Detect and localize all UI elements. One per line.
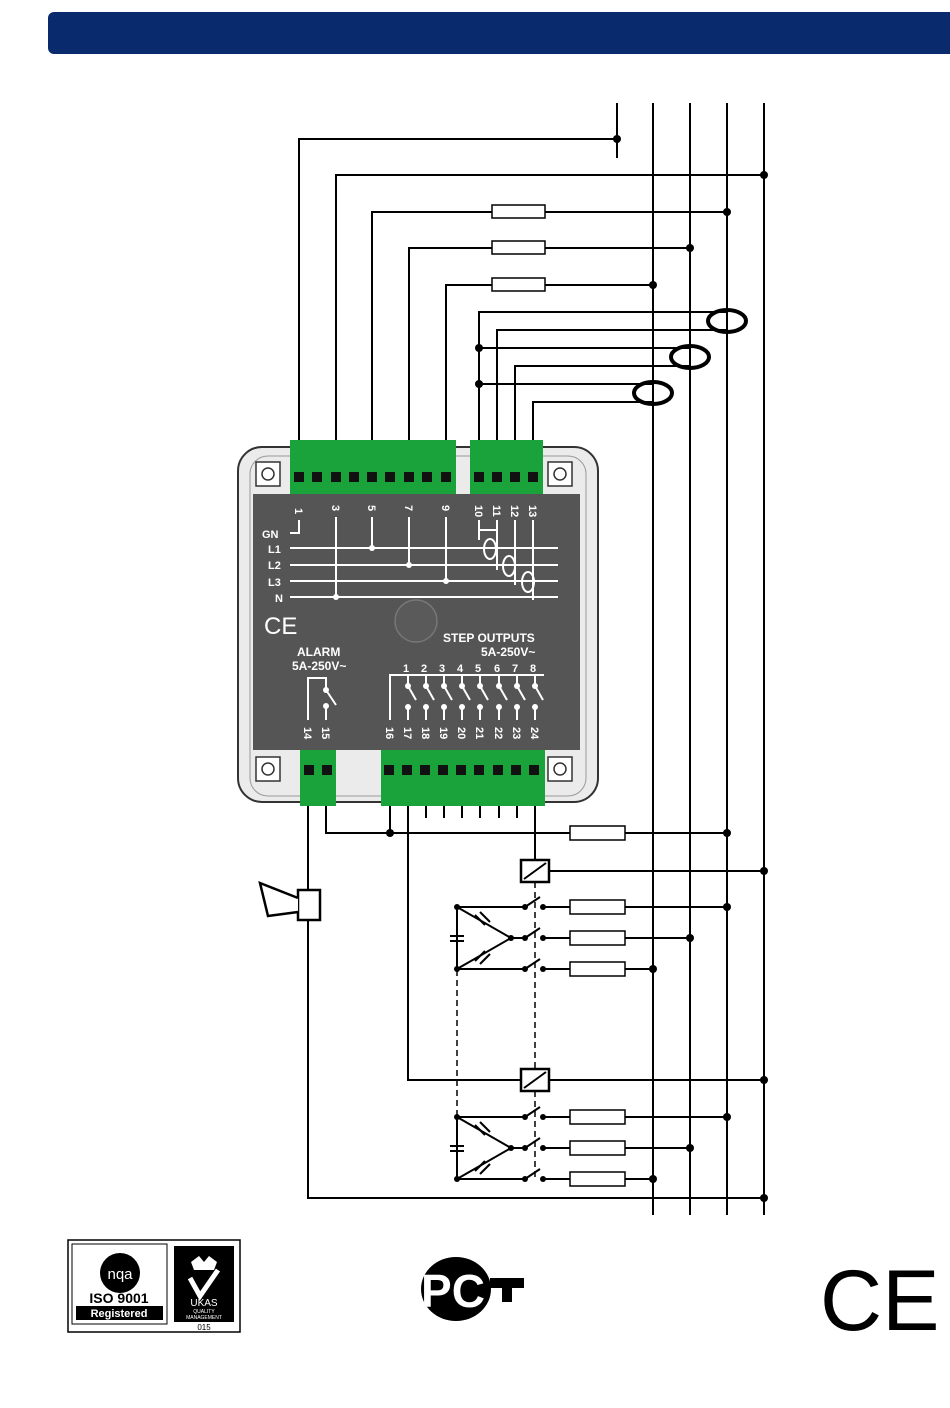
- ce-logo-text: CE: [820, 1253, 939, 1349]
- iso-certification-logo: nqa ISO 9001 Registered UKAS QUALITY MAN…: [68, 1240, 240, 1332]
- terminal-label-17: 17: [401, 727, 413, 739]
- current-terminal-block: [470, 440, 543, 494]
- terminal-label-21: 21: [473, 727, 485, 739]
- terminal-label-3: 3: [329, 505, 341, 511]
- line-label-l1: L1: [268, 544, 281, 556]
- step-number-6: 6: [494, 663, 500, 675]
- alarm-horn-box: [298, 890, 320, 920]
- device-ce-mark: CE: [264, 613, 297, 640]
- step-number-1: 1: [403, 663, 409, 675]
- ukas-sub2: MANAGEMENT: [186, 1315, 222, 1321]
- step-number-7: 7: [512, 663, 518, 675]
- terminal-label-13: 13: [526, 505, 538, 517]
- fuse-l2: [492, 241, 545, 254]
- fuse-l3: [492, 278, 545, 291]
- nqa-text: nqa: [107, 1266, 133, 1283]
- terminal-label-20: 20: [455, 727, 467, 739]
- gost-text: PC: [421, 1265, 485, 1317]
- step-outputs-rating: 5A-250V~: [481, 645, 535, 659]
- terminal-label-5: 5: [365, 505, 377, 511]
- registered-text: Registered: [91, 1308, 148, 1320]
- alarm-terminal-block: [300, 750, 336, 806]
- step-outputs-title: STEP OUTPUTS: [443, 631, 535, 645]
- terminal-label-10: 10: [472, 505, 484, 517]
- terminal-label-24: 24: [528, 727, 540, 740]
- ce-certification-logo: CE: [820, 1253, 939, 1349]
- terminal-label-23: 23: [510, 727, 522, 739]
- alarm-horn-icon: [260, 883, 298, 916]
- line-label-gn: GN: [262, 529, 279, 541]
- terminal-label-15: 15: [319, 727, 331, 739]
- capacitor-bank-1: [450, 897, 731, 976]
- ukas-number: 015: [197, 1323, 211, 1332]
- gost-certification-logo: PC: [421, 1257, 524, 1321]
- step-number-8: 8: [530, 663, 536, 675]
- alarm-title: ALARM: [297, 645, 340, 659]
- current-transformer-wires: [475, 310, 746, 460]
- step-number-2: 2: [421, 663, 427, 675]
- terminal-label-11: 11: [490, 505, 502, 517]
- terminal-label-18: 18: [419, 727, 431, 739]
- fuse-l1: [492, 205, 545, 218]
- output-wiring: [260, 806, 768, 1202]
- step-number-3: 3: [439, 663, 445, 675]
- line-label-l2: L2: [268, 560, 281, 572]
- ukas-text: UKAS: [190, 1298, 218, 1309]
- terminal-label-19: 19: [437, 727, 449, 739]
- power-bus-lines: [617, 103, 764, 1215]
- voltage-terminal-block: [290, 440, 456, 494]
- line-label-l3: L3: [268, 577, 281, 589]
- capacitor-bank-2: [450, 1107, 731, 1186]
- alarm-rating: 5A-250V~: [292, 659, 346, 673]
- terminal-label-22: 22: [492, 727, 504, 739]
- terminal-label-1: 1: [292, 508, 304, 514]
- step-number-4: 4: [457, 663, 464, 675]
- iso-text: ISO 9001: [89, 1290, 148, 1306]
- step-terminal-block: [381, 750, 545, 806]
- line-label-n: N: [275, 593, 283, 605]
- terminal-label-9: 9: [439, 505, 451, 511]
- terminal-label-7: 7: [402, 505, 414, 511]
- terminal-label-14: 14: [301, 727, 313, 740]
- terminal-label-12: 12: [508, 505, 520, 517]
- terminal-label-16: 16: [383, 727, 395, 739]
- step-number-5: 5: [475, 663, 481, 675]
